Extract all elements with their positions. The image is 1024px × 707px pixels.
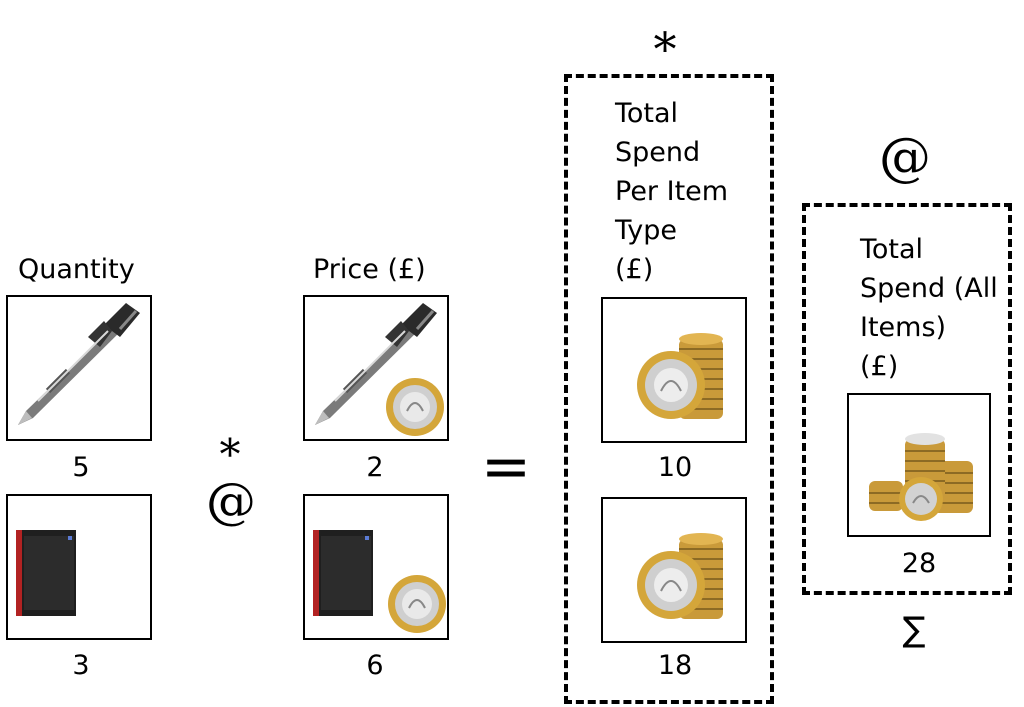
spend-pen-value: 10	[657, 452, 693, 483]
coin-pile-icon	[868, 432, 974, 521]
quantity-header: Quantity	[18, 254, 135, 285]
coin-icon	[387, 574, 447, 634]
quantity-notebook-card	[6, 494, 152, 640]
price-pen-card	[303, 295, 449, 441]
coin-stack-icon	[636, 332, 724, 420]
quantity-pen-card	[6, 295, 152, 441]
at-symbol-top: @	[879, 128, 931, 188]
all-items-header: Total Spend (All Items) (£)	[860, 234, 998, 382]
multiply-symbol: *	[219, 430, 241, 479]
quantity-notebook-value: 3	[72, 650, 90, 681]
coin-stack-icon	[636, 532, 724, 620]
spend-total-card	[847, 393, 991, 537]
spend-notebook-value: 18	[657, 650, 693, 681]
at-symbol: @	[206, 472, 256, 530]
price-header: Price (£)	[313, 254, 426, 285]
pen-icon	[8, 297, 150, 439]
coin-icon	[385, 377, 445, 437]
per-item-group	[564, 74, 774, 704]
quantity-pen-value: 5	[72, 452, 90, 483]
per-item-header: Total Spend Per Item Type (£)	[615, 98, 729, 285]
all-items-group	[802, 203, 1012, 595]
price-notebook-value: 6	[366, 650, 384, 681]
spend-pen-card	[601, 297, 747, 443]
multiply-symbol-top: *	[653, 22, 677, 76]
price-notebook-card	[303, 494, 449, 640]
sum-symbol: ∑	[902, 610, 926, 650]
equals-symbol: =	[480, 432, 532, 502]
spend-notebook-card	[601, 497, 747, 643]
notebook-icon	[16, 530, 76, 616]
price-pen-value: 2	[366, 452, 384, 483]
spend-total-value: 28	[901, 548, 937, 579]
